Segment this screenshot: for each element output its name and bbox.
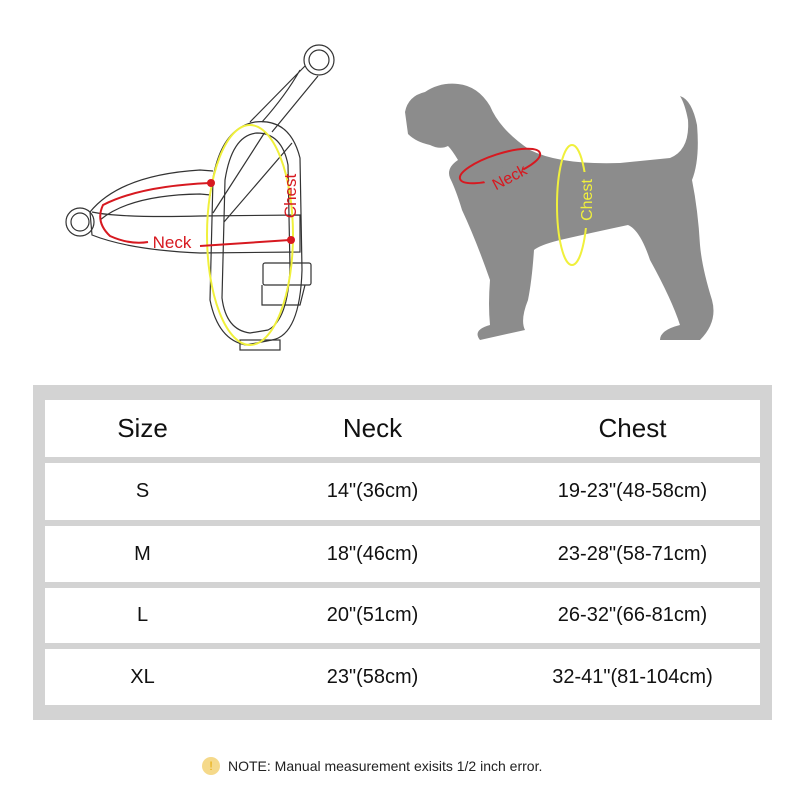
size-cell: M bbox=[134, 542, 151, 565]
harness-chest-label: Chest bbox=[281, 174, 300, 219]
chest-measure-ring bbox=[206, 124, 294, 346]
table-row: M 18"(46cm) 23-28"(58-71cm) bbox=[45, 526, 760, 582]
chest-cell: 32-41"(81-104cm) bbox=[552, 665, 713, 688]
header-chest: Chest bbox=[598, 413, 667, 443]
chest-point-icon bbox=[287, 236, 295, 244]
header-neck: Neck bbox=[342, 413, 403, 443]
neck-cell: 18"(46cm) bbox=[326, 542, 419, 565]
measurement-note: ! NOTE: Manual measurement exisits 1/2 i… bbox=[202, 755, 542, 777]
neck-cell: 23"(58cm) bbox=[326, 665, 419, 688]
exclamation-icon: ! bbox=[202, 757, 220, 775]
size-cell: S bbox=[135, 480, 150, 502]
harness-neck-label: Neck bbox=[153, 233, 192, 252]
header-size: Size bbox=[117, 413, 168, 443]
size-chart-table: Size Neck Chest S 14"(36cm) 19-23"(48-58… bbox=[33, 385, 772, 720]
neck-point-icon bbox=[207, 179, 215, 187]
harness-illustration bbox=[65, 44, 335, 351]
neck-cell: 20"(51cm) bbox=[326, 604, 419, 626]
chest-cell: 26-32"(66-81cm) bbox=[557, 604, 708, 626]
table-row: XL 23"(58cm) 32-41"(81-104cm) bbox=[45, 649, 760, 705]
table-row: L 20"(51cm) 26-32"(66-81cm) bbox=[45, 588, 760, 643]
chest-cell: 23-28"(58-71cm) bbox=[557, 542, 708, 565]
table-row: S 14"(36cm) 19-23"(48-58cm) bbox=[45, 463, 760, 520]
dog-chest-label: Chest bbox=[579, 179, 596, 221]
note-text: NOTE: Manual measurement exisits 1/2 inc… bbox=[228, 758, 543, 774]
neck-measure-line bbox=[99, 182, 211, 244]
neck-cell: 14"(36cm) bbox=[326, 480, 419, 502]
size-cell: XL bbox=[130, 665, 155, 688]
illustration-area: Neck Chest Neck Chest bbox=[65, 44, 714, 351]
table-header-row: Size Neck Chest bbox=[45, 400, 760, 457]
size-cell: L bbox=[136, 604, 149, 626]
chest-cell: 19-23"(48-58cm) bbox=[557, 480, 708, 502]
dog-silhouette bbox=[405, 83, 714, 341]
